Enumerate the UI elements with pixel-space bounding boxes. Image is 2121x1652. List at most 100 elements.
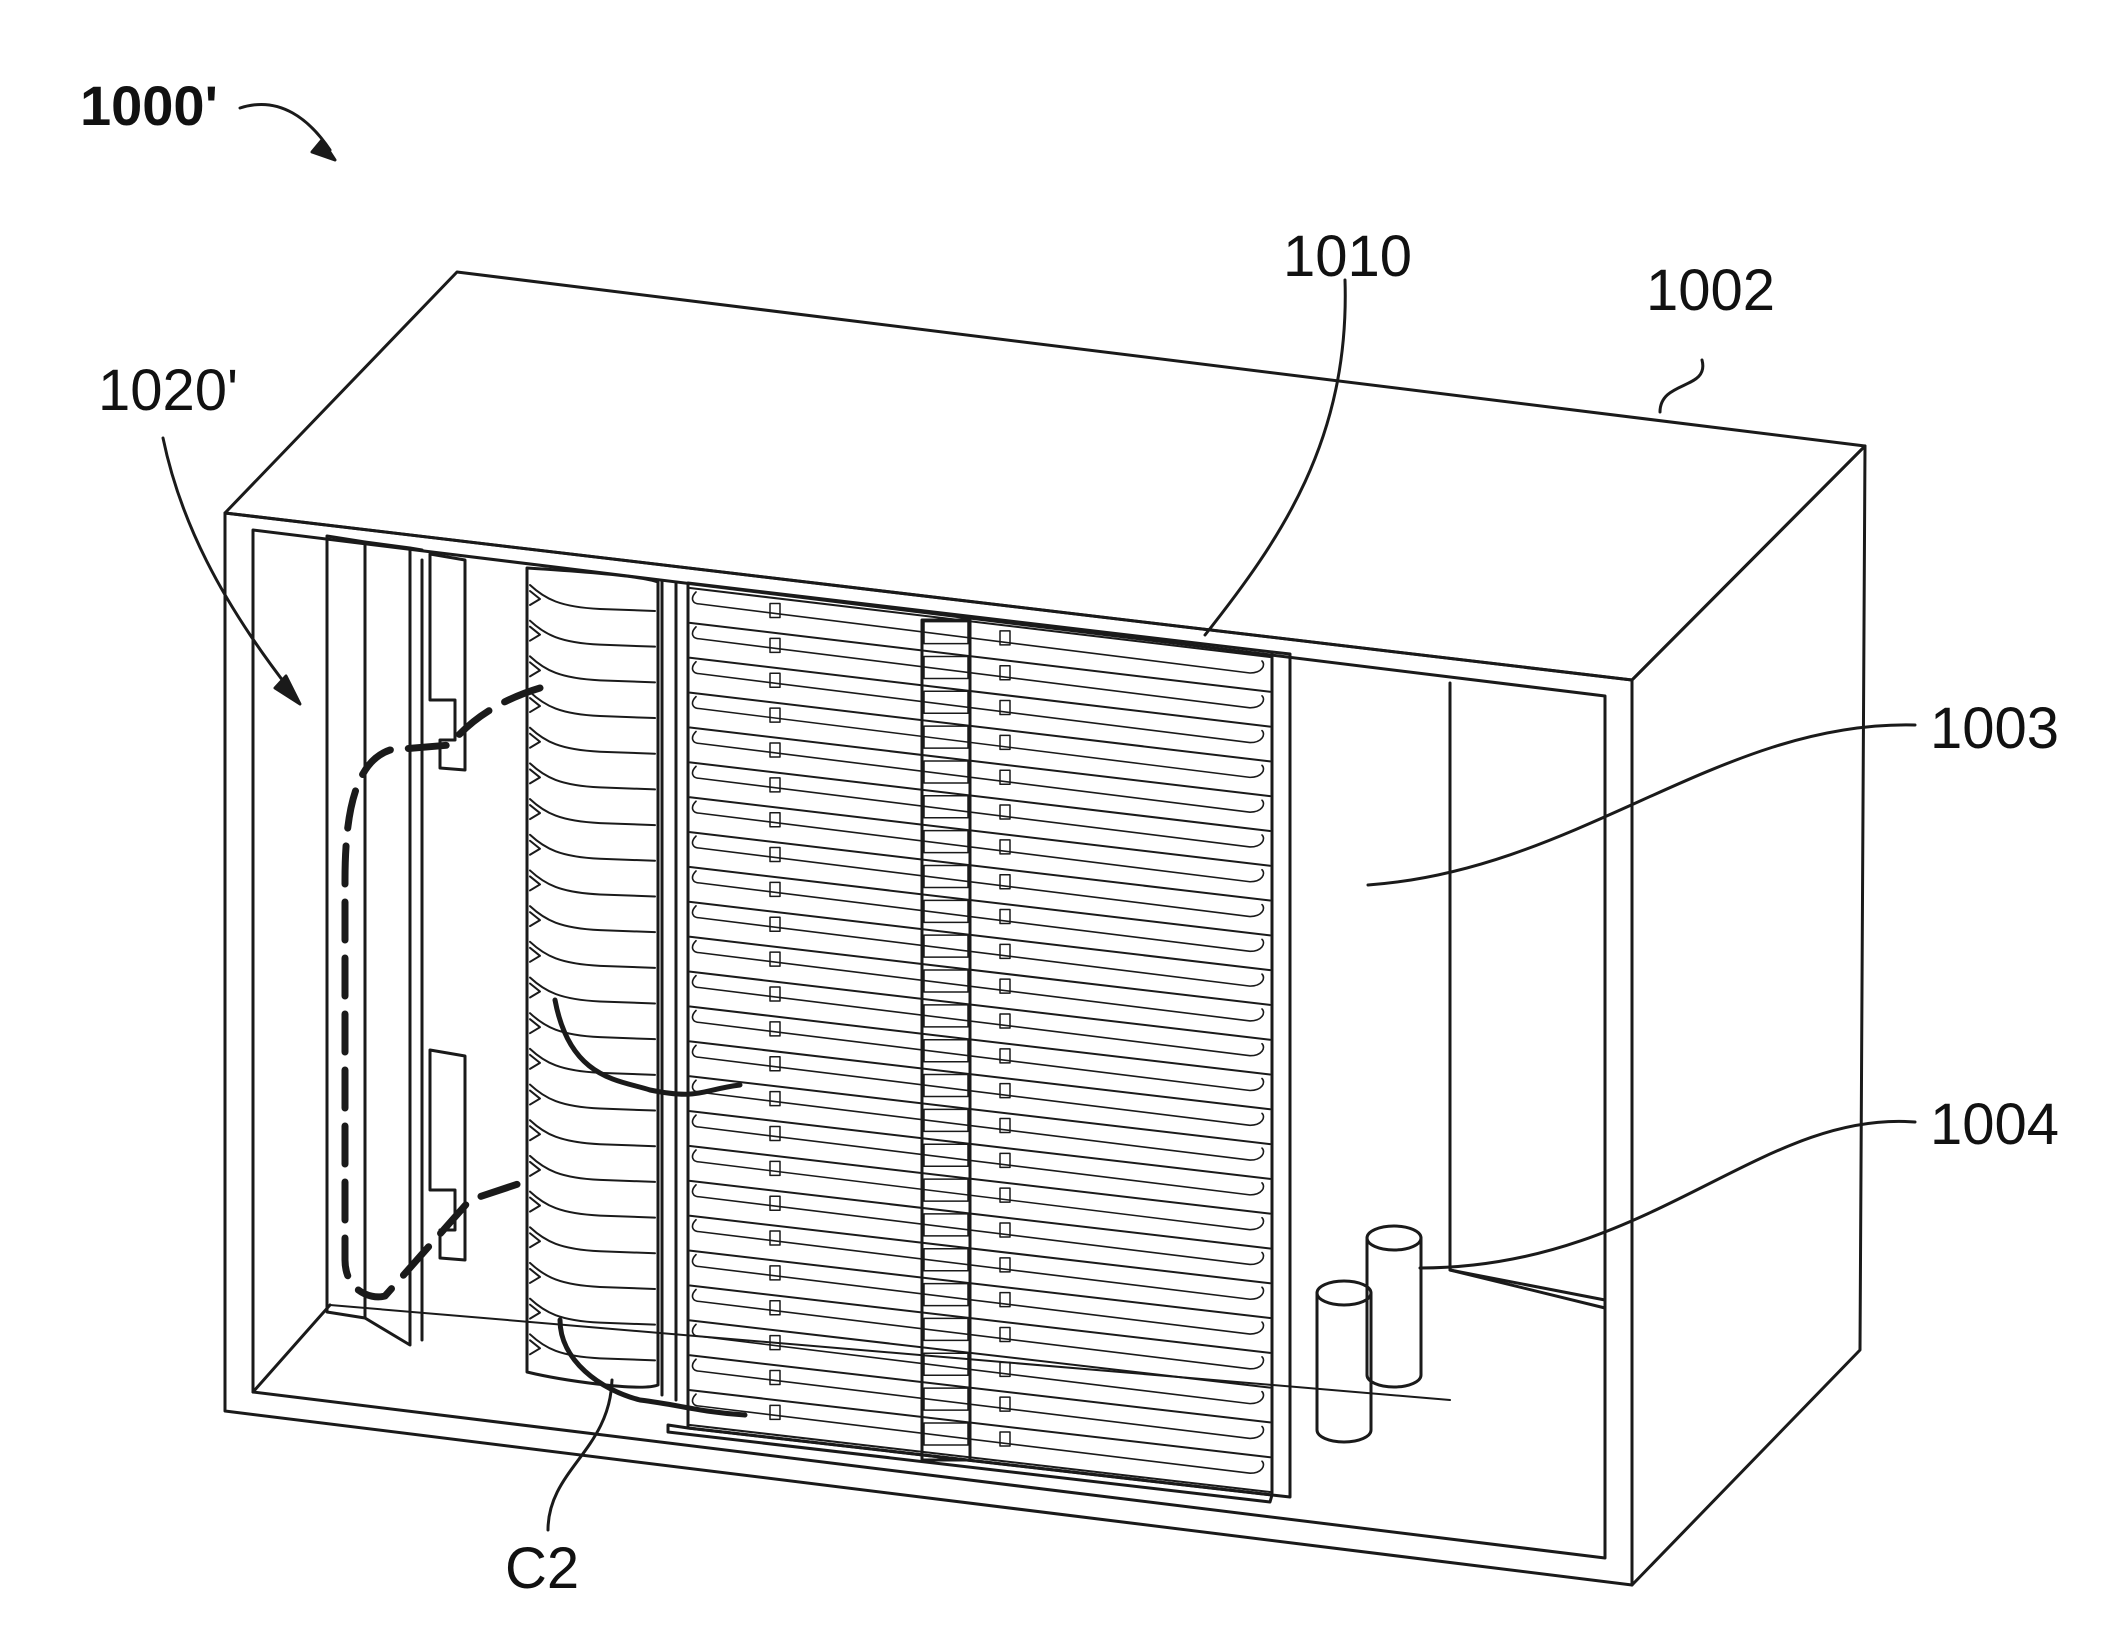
tray-slot-left bbox=[770, 743, 780, 757]
tray-slot-left bbox=[770, 1266, 780, 1280]
tray-row-line bbox=[690, 867, 1270, 935]
tray-column-row bbox=[530, 621, 655, 647]
leader-1004 bbox=[1420, 1121, 1915, 1268]
tray-slot-left bbox=[770, 1301, 780, 1315]
tray-slot-left bbox=[770, 1371, 780, 1385]
tray-slot-left bbox=[770, 848, 780, 862]
tray-column-row bbox=[530, 1299, 655, 1325]
tray-column-row bbox=[530, 1192, 655, 1218]
tray-column-row bbox=[530, 763, 655, 789]
tray-slot-left bbox=[770, 1405, 780, 1419]
cylinder-back bbox=[1367, 1238, 1421, 1387]
cylinder-front-top bbox=[1317, 1281, 1371, 1305]
tray-slot-left bbox=[770, 708, 780, 722]
leader-1002 bbox=[1660, 360, 1703, 412]
tray-row-line bbox=[690, 1111, 1270, 1179]
tray-stack-side bbox=[1272, 652, 1290, 1497]
tray-row-line bbox=[690, 623, 1270, 692]
tray-stack-rows bbox=[690, 588, 1270, 1492]
tray-row-line bbox=[690, 693, 1270, 762]
cabinet-top-face bbox=[225, 272, 1865, 680]
tray-slot-left bbox=[770, 1231, 780, 1245]
leader-1000-arrow bbox=[240, 104, 330, 150]
tray-column-row bbox=[530, 906, 655, 932]
cabinet-box bbox=[225, 272, 1865, 1585]
leader-1010 bbox=[1205, 280, 1345, 635]
arrow-head-1000 bbox=[312, 140, 335, 160]
cylinder-pair bbox=[1317, 1226, 1421, 1442]
tray-column-row bbox=[530, 870, 655, 896]
cylinder-front bbox=[1317, 1293, 1371, 1442]
tray-row-line bbox=[690, 1320, 1270, 1387]
tray-column-row bbox=[530, 1263, 655, 1289]
tray-slot-left bbox=[770, 987, 780, 1001]
tray-slot-left bbox=[770, 882, 780, 896]
tray-slot-left bbox=[770, 638, 780, 652]
tray-column-row bbox=[530, 585, 655, 611]
tray-row-line bbox=[690, 1076, 1270, 1144]
tray-slot-left bbox=[770, 813, 780, 827]
tray-row-line bbox=[690, 832, 1270, 900]
tray-row-line bbox=[690, 1216, 1270, 1284]
tray-column-row bbox=[530, 1156, 655, 1182]
label-c2: C2 bbox=[505, 1540, 579, 1598]
tray-row-line bbox=[690, 1146, 1270, 1214]
tray-row-line bbox=[690, 937, 1270, 1005]
tray-slot-left bbox=[770, 1196, 780, 1210]
tray-column-row bbox=[530, 1227, 655, 1253]
tray-row-line bbox=[690, 588, 1270, 657]
tray-row-line bbox=[690, 797, 1270, 866]
tray-row-line bbox=[690, 1390, 1270, 1457]
arrow-head-1020 bbox=[275, 676, 300, 704]
tray-slot-left bbox=[770, 1022, 780, 1036]
tray-row-line bbox=[690, 972, 1270, 1040]
tray-slot-left bbox=[770, 1126, 780, 1140]
tray-column-row bbox=[530, 692, 655, 718]
tray-column-row bbox=[530, 1334, 655, 1360]
tray-column-outline bbox=[527, 568, 658, 1387]
tray-slot-left bbox=[770, 604, 780, 618]
cable-c2-upper bbox=[555, 1000, 740, 1094]
label-1002: 1002 bbox=[1646, 262, 1775, 320]
interior-back-floor-edge bbox=[253, 1305, 330, 1392]
tray-row-line bbox=[690, 1041, 1270, 1109]
tray-slot-left bbox=[770, 917, 780, 931]
tray-column-row bbox=[530, 1013, 655, 1039]
label-1003: 1003 bbox=[1930, 700, 2059, 758]
tray-slot-left bbox=[770, 1057, 780, 1071]
tray-row-line bbox=[690, 1355, 1270, 1422]
tray-column-row bbox=[530, 1120, 655, 1146]
tray-column-row bbox=[530, 656, 655, 682]
rail-side bbox=[365, 542, 410, 1345]
label-1004: 1004 bbox=[1930, 1096, 2059, 1154]
tray-row-line bbox=[690, 1007, 1270, 1075]
tray-column-row bbox=[530, 728, 655, 754]
tray-row-line bbox=[690, 658, 1270, 727]
tray-slot-left bbox=[770, 778, 780, 792]
tray-column-row bbox=[530, 799, 655, 825]
label-1010: 1010 bbox=[1283, 228, 1412, 286]
tray-row-line bbox=[690, 728, 1270, 797]
cabinet-right-face bbox=[1632, 446, 1865, 1585]
cabinet-inner-opening bbox=[253, 530, 1605, 1558]
cable-dashed-route bbox=[345, 688, 540, 1297]
tray-row-line bbox=[690, 1251, 1270, 1318]
cylinder-back-top bbox=[1367, 1226, 1421, 1250]
tray-row-line bbox=[690, 902, 1270, 970]
interior-shelf-line bbox=[1450, 1270, 1605, 1300]
label-1020: 1020' bbox=[98, 362, 238, 420]
interior-floor-line bbox=[330, 1305, 1450, 1400]
interior-back-corner-right bbox=[1450, 683, 1605, 1308]
tray-slot-left bbox=[770, 952, 780, 966]
tray-column-row bbox=[530, 835, 655, 861]
tray-slot-left bbox=[770, 1092, 780, 1106]
tray-stack-outline bbox=[688, 583, 1272, 1495]
tray-slot-left bbox=[770, 1161, 780, 1175]
label-1000: 1000' bbox=[80, 78, 218, 134]
tray-slot-left bbox=[770, 673, 780, 687]
tray-row-line bbox=[690, 762, 1270, 831]
cable-c2-lower bbox=[560, 1320, 745, 1415]
tray-column bbox=[527, 568, 676, 1400]
tray-column-row bbox=[530, 942, 655, 968]
